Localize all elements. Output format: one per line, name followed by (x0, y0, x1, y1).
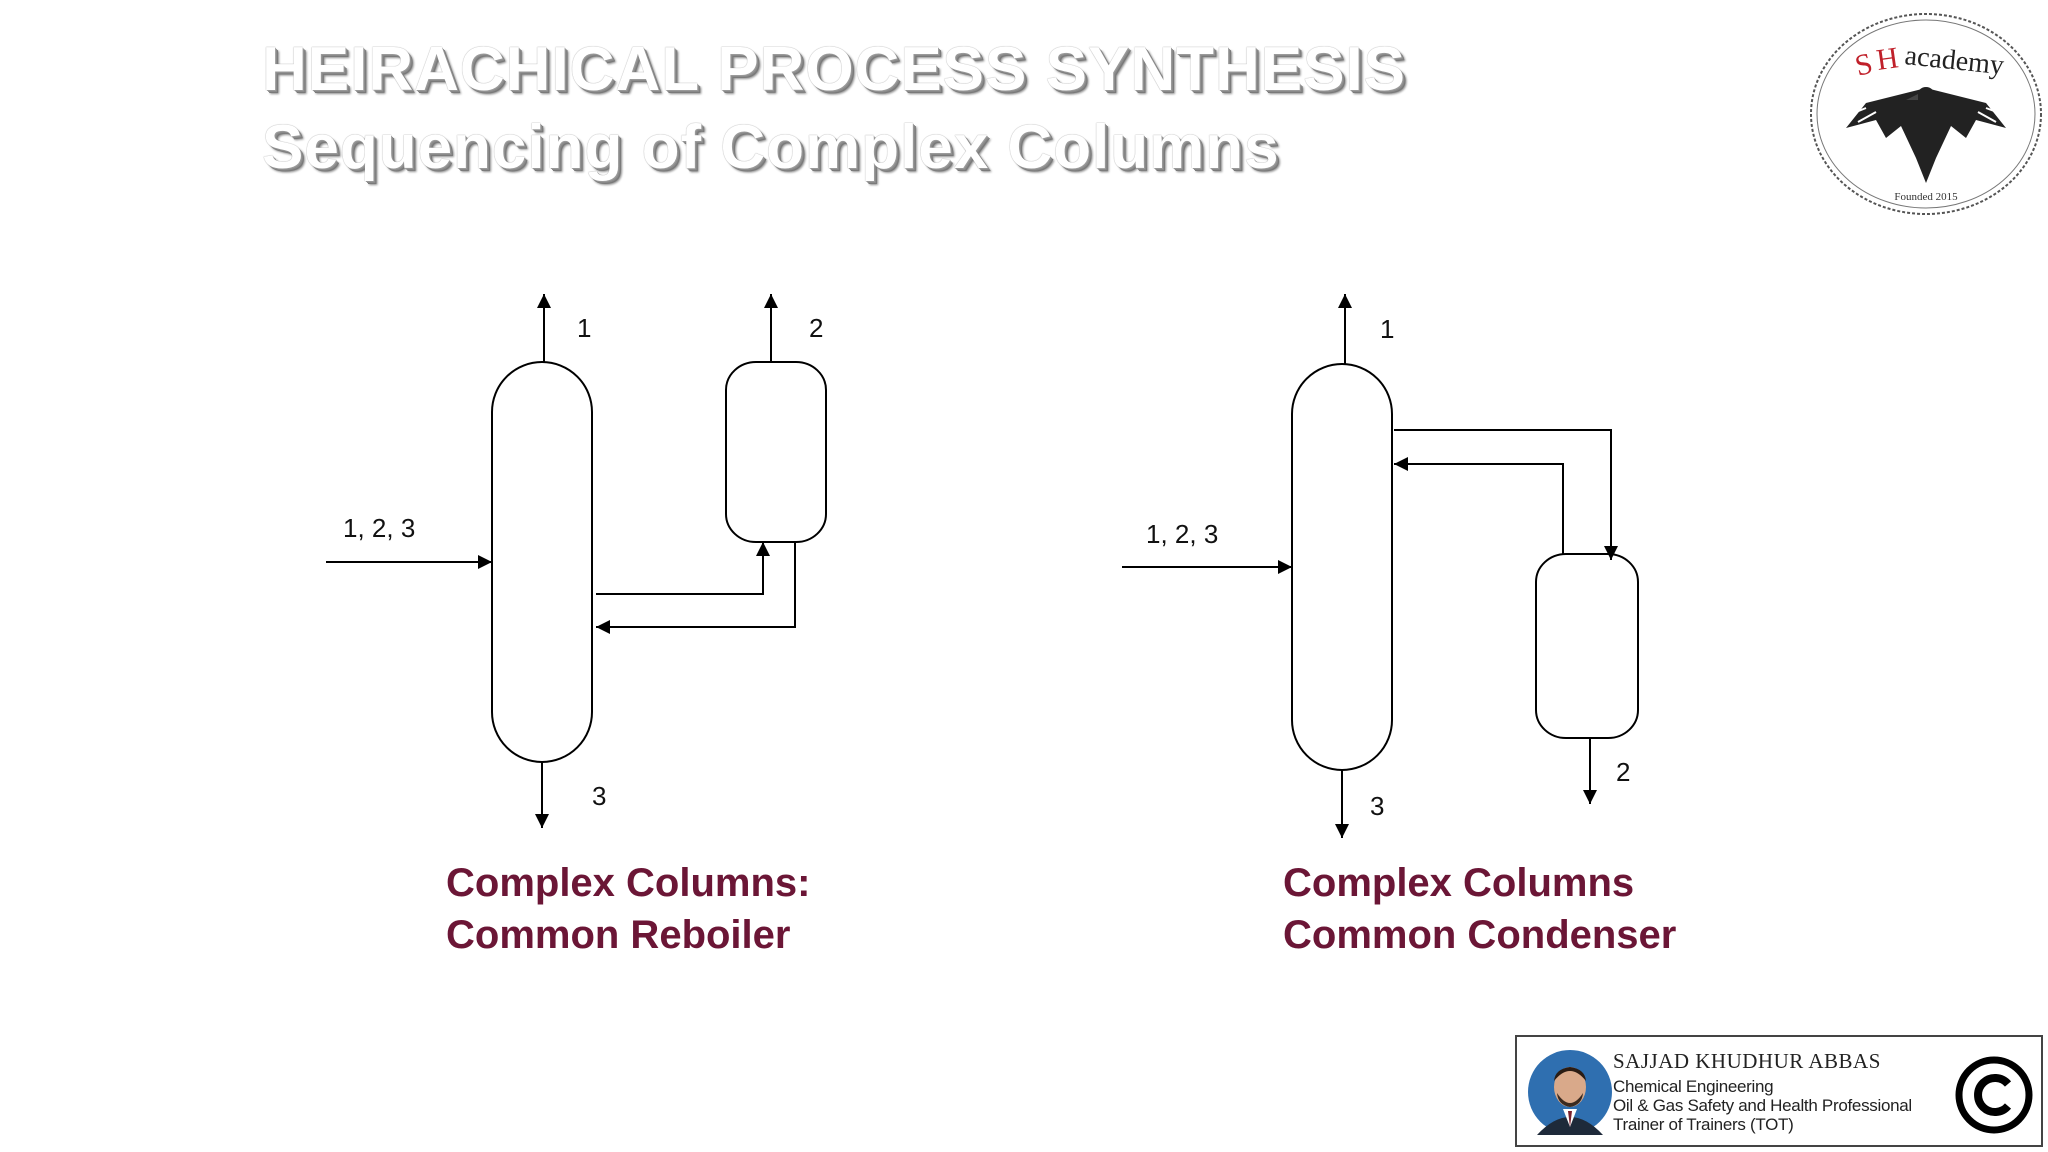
liquid-to-reboiler-stream (596, 542, 770, 595)
caption-line-2: Common Reboiler (446, 913, 791, 957)
caption-line-2: Common Condenser (1283, 913, 1677, 957)
copyright-icon (1955, 1056, 2033, 1134)
product-3-label-right: 3 (1370, 791, 1384, 821)
product-1-label-left: 1 (577, 313, 591, 343)
distillation-column-left (491, 361, 593, 763)
slide-subtitle: Sequencing of Complex Columns (262, 113, 1280, 182)
caption-common-condenser: Complex Columns Common Condenser (1283, 857, 1676, 961)
slide-title: HEIRACHICAL PROCESS SYNTHESIS (262, 35, 1407, 104)
distillation-column-right (1291, 363, 1393, 771)
shacademy-logo: S H academy Founded 2015 (1810, 13, 2042, 215)
author-avatar (1528, 1050, 1612, 1135)
vapor-to-condenser-stream (1394, 429, 1618, 560)
svg-text:H: H (1874, 41, 1900, 77)
liquid-return-stream (1394, 457, 1564, 554)
product-2-label-right: 2 (1616, 757, 1630, 787)
product-2-label-left: 2 (809, 313, 823, 343)
product-3-label-left: 3 (592, 781, 606, 811)
author-credential-3: Trainer of Trainers (TOT) (1613, 1115, 1794, 1134)
author-card: SAJJAD KHUDHUR ABBAS Chemical Engineerin… (1515, 1035, 2043, 1147)
caption-common-reboiler: Complex Columns: Common Reboiler (446, 857, 810, 961)
feed-label-left: 1, 2, 3 (343, 513, 415, 543)
author-credential-2: Oil & Gas Safety and Health Professional (1613, 1096, 1912, 1115)
product-1-label-right: 1 (1380, 314, 1394, 344)
common-reboiler-diagram: 1, 2, 3 1 2 3 (326, 294, 827, 828)
condenser-vessel (1535, 553, 1639, 739)
vapor-return-stream (596, 542, 796, 634)
caption-line-1: Complex Columns (1283, 861, 1635, 905)
caption-line-1: Complex Columns: (446, 861, 811, 905)
svg-text:Founded 2015: Founded 2015 (1894, 191, 1958, 203)
common-condenser-diagram: 1, 2, 3 1 2 3 (1122, 294, 1639, 838)
author-credential-1: Chemical Engineering (1613, 1077, 1774, 1096)
feed-label-right: 1, 2, 3 (1146, 519, 1218, 549)
author-name: SAJJAD KHUDHUR ABBAS (1613, 1049, 1881, 1073)
eagle-icon (1846, 87, 2006, 183)
reboiler-vessel (725, 361, 827, 543)
